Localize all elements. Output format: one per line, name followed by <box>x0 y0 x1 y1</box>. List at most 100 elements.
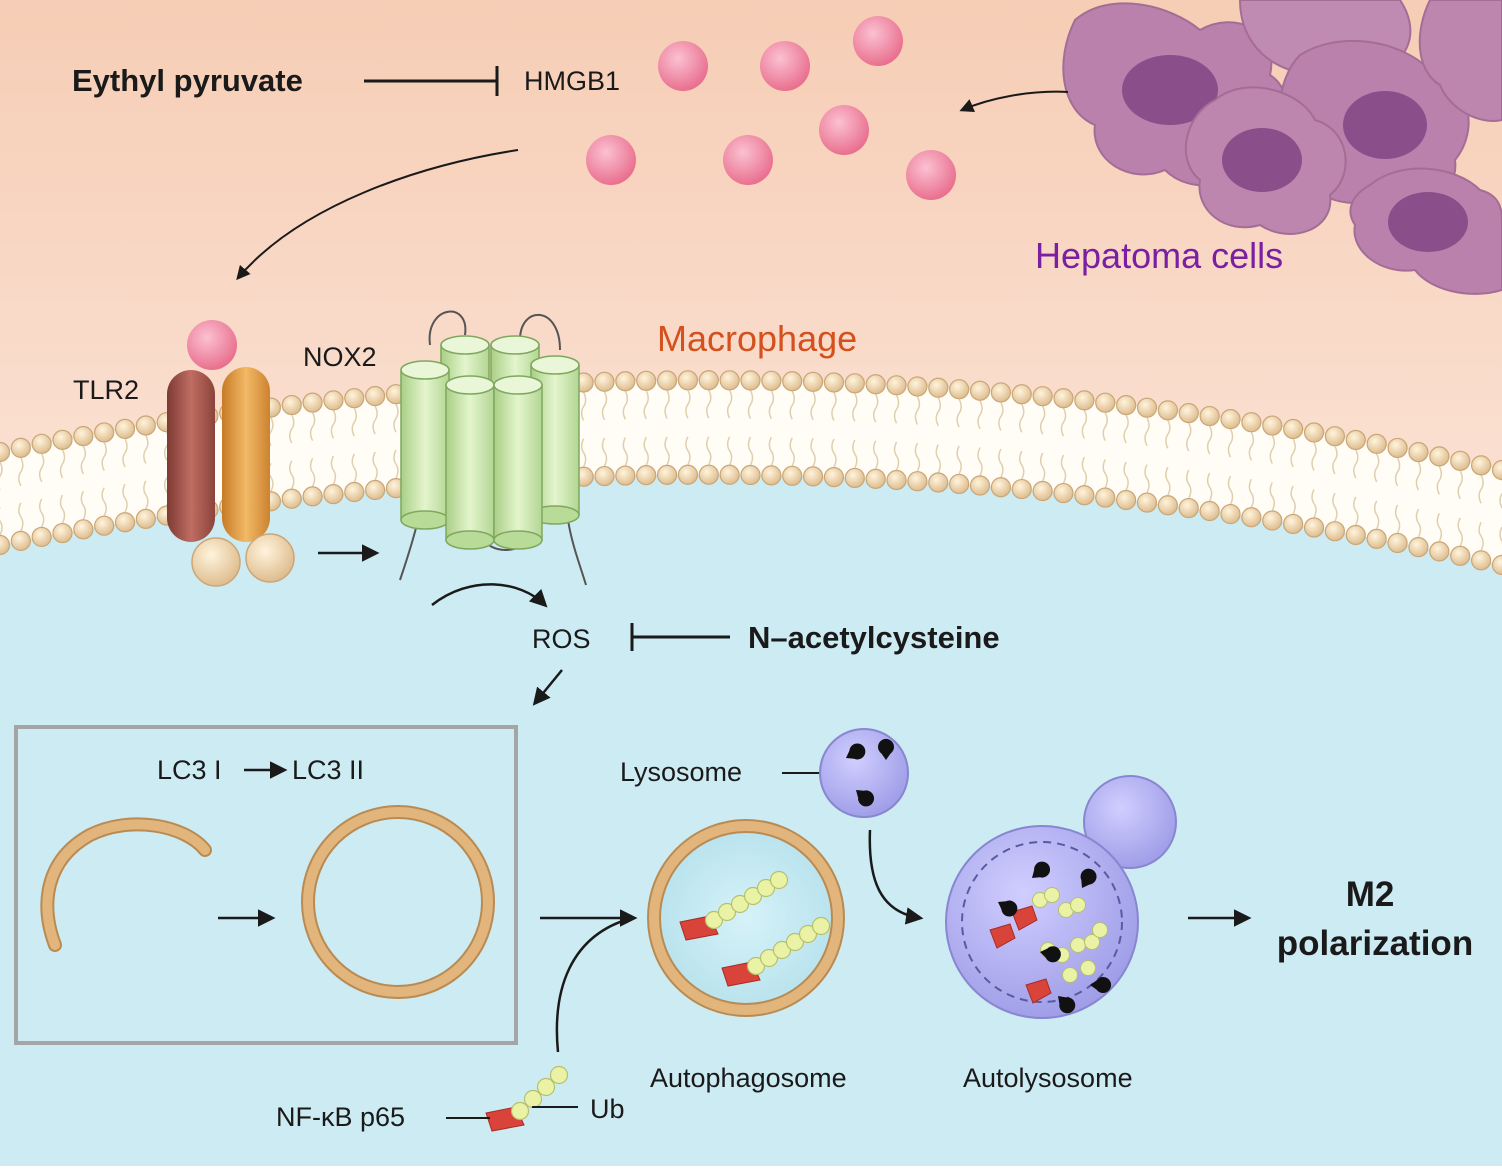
lipid-head <box>303 487 322 506</box>
lipid-head <box>53 524 72 543</box>
lipid-head <box>929 473 948 492</box>
lipid-head <box>783 372 802 391</box>
lipid-head <box>950 380 969 399</box>
tlr2-label: TLR2 <box>73 375 139 405</box>
nox2-subunit-top <box>446 376 494 394</box>
lipid-head <box>616 372 635 391</box>
lysosome-label: Lysosome <box>620 757 742 787</box>
lipid-head <box>824 468 843 487</box>
lipid-head <box>1012 385 1031 404</box>
n-acetylcysteine-label: N–acetylcysteine <box>748 620 1000 655</box>
lipid-head <box>11 438 30 457</box>
degraded-ubiquitin <box>1045 888 1060 903</box>
degraded-ubiquitin <box>1081 961 1096 976</box>
lipid-head <box>1158 496 1177 515</box>
hepatoma-cells-label: Hepatoma cells <box>1035 235 1283 276</box>
lipid-head <box>1117 396 1136 415</box>
lipid-head <box>971 381 990 400</box>
lc3-i-label: LC3 I <box>157 755 222 785</box>
hmgb1-particle <box>819 105 869 155</box>
lipid-head <box>1200 407 1219 426</box>
hmgb1-particle <box>658 41 708 91</box>
lipid-head <box>1346 430 1365 449</box>
lipid-head <box>1388 533 1407 552</box>
lipid-head <box>1284 514 1303 533</box>
lipid-head <box>595 467 614 486</box>
hepatoma-nucleus <box>1388 192 1468 252</box>
lipid-head <box>804 372 823 391</box>
lipid-head <box>53 430 72 449</box>
lipid-head <box>74 520 93 539</box>
lipid-head <box>1325 427 1344 446</box>
lipid-head <box>845 468 864 487</box>
lipid-head <box>866 469 885 488</box>
lipid-head <box>1367 434 1386 453</box>
hmgb1-bound-particle <box>187 320 237 370</box>
lipid-head <box>950 474 969 493</box>
lipid-head <box>1451 451 1470 470</box>
degraded-ubiquitin <box>1093 923 1108 938</box>
lipid-head <box>282 489 301 508</box>
lipid-head <box>866 375 885 394</box>
autolysosome-label: Autolysosome <box>963 1063 1133 1093</box>
tlr2-tir-domain <box>246 534 294 582</box>
lipid-head <box>1138 493 1157 512</box>
nox2-subunit-base <box>494 531 542 549</box>
lipid-head <box>11 531 30 550</box>
nox2-subunit <box>401 370 449 520</box>
degraded-ubiquitin <box>1071 898 1086 913</box>
ubiquitin <box>771 872 788 889</box>
lipid-head <box>929 378 948 397</box>
lipid-head <box>303 393 322 412</box>
nox2-subunit-top <box>491 336 539 354</box>
lipid-head <box>971 476 990 495</box>
lipid-head <box>32 527 51 546</box>
degraded-ubiquitin <box>1071 938 1086 953</box>
lipid-head <box>366 387 385 406</box>
lipid-head <box>1242 413 1261 432</box>
lipid-head <box>824 373 843 392</box>
lipid-head <box>658 465 677 484</box>
lipid-head <box>95 423 114 442</box>
ubiquitin <box>512 1103 529 1120</box>
lipid-head <box>1242 508 1261 527</box>
hmgb1-particle <box>853 16 903 66</box>
nox2-subunit-base <box>401 511 449 529</box>
lipid-head <box>1158 401 1177 420</box>
lc3-ii-label: LC3 II <box>292 755 364 785</box>
lipid-head <box>1305 518 1324 537</box>
lipid-head <box>1263 416 1282 435</box>
lipid-head <box>720 371 739 390</box>
lipid-head <box>804 467 823 486</box>
lipid-head <box>1325 522 1344 541</box>
ubiquitin <box>525 1091 542 1108</box>
hmgb1-particle <box>723 135 773 185</box>
lipid-head <box>1388 438 1407 457</box>
nox2-subunit-top <box>494 376 542 394</box>
macrophage-label: Macrophage <box>657 318 857 359</box>
lipid-head <box>95 516 114 535</box>
lipid-head <box>1409 538 1428 557</box>
lipid-head <box>136 509 155 528</box>
lipid-head <box>1451 546 1470 565</box>
lipid-head <box>1096 488 1115 507</box>
lipid-head <box>1033 387 1052 406</box>
lipid-head <box>699 465 718 484</box>
lipid-head <box>1346 525 1365 544</box>
lipid-head <box>345 483 364 502</box>
lipid-head <box>324 391 343 410</box>
lipid-head <box>1221 410 1240 429</box>
lipid-head <box>908 472 927 491</box>
lipid-head <box>845 374 864 393</box>
lipid-head <box>887 376 906 395</box>
lipid-head <box>1054 389 1073 408</box>
lipid-head <box>74 427 93 446</box>
hmgb1-particle <box>906 150 956 200</box>
nox2-subunit <box>494 385 542 540</box>
tlr2-tir-domain <box>192 538 240 586</box>
lipid-head <box>741 466 760 485</box>
lipid-head <box>32 434 51 453</box>
hmgb1-particle <box>760 41 810 91</box>
nox2-subunit-top <box>401 361 449 379</box>
